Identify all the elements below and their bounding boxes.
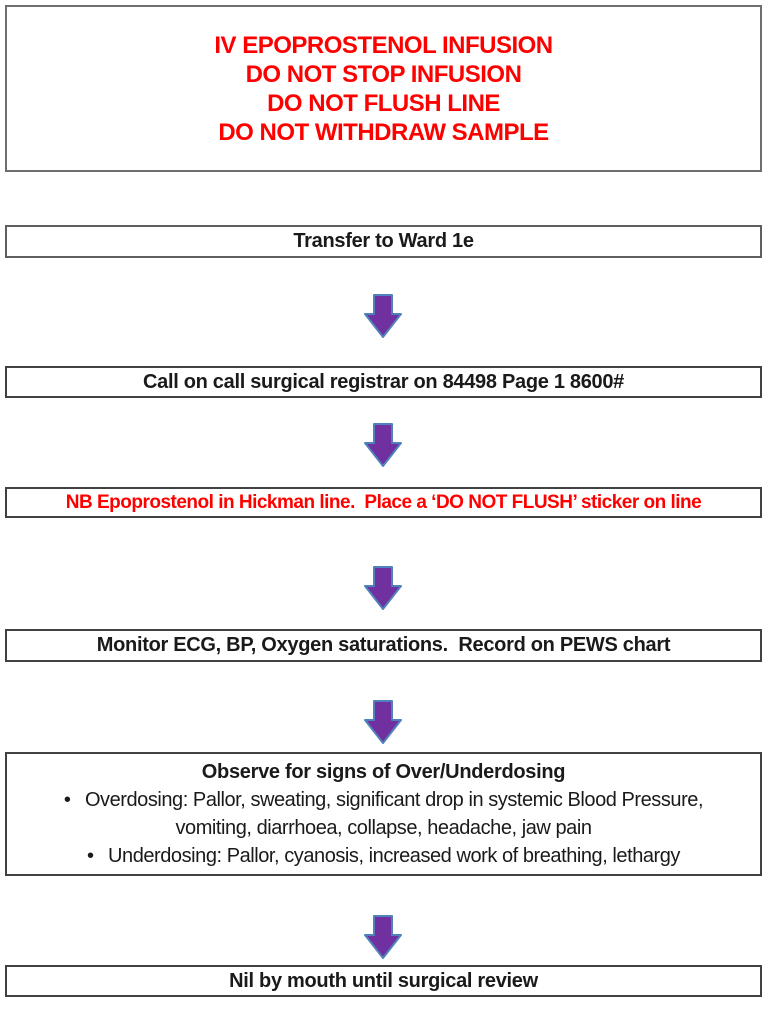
down-arrow-icon [364, 915, 402, 959]
step-transfer-to-ward: Transfer to Ward 1e [5, 225, 762, 258]
down-arrow-shape [364, 915, 402, 959]
step-call-label: Call on call surgical registrar on 84498… [142, 370, 625, 393]
bullet-icon: • [63, 789, 71, 811]
warning-line-1: IV EPOPROSTENOL INFUSION [214, 31, 553, 59]
down-arrow-shape [364, 700, 402, 744]
step-observe-dosing: Observe for signs of Over/Underdosing • O… [5, 752, 762, 876]
warning-line-3: DO NOT FLUSH LINE [267, 89, 500, 117]
down-arrow-shape [364, 294, 402, 338]
step-monitor-label: Monitor ECG, BP, Oxygen saturations. Rec… [96, 634, 671, 656]
warning-box: IV EPOPROSTENOL INFUSION DO NOT STOP INF… [5, 5, 762, 172]
warning-line-4: DO NOT WITHDRAW SAMPLE [218, 118, 549, 146]
step-nb-label: NB Epoprostenol in Hickman line. Place a… [65, 491, 702, 513]
step-transfer-label: Transfer to Ward 1e [293, 230, 474, 252]
down-arrow-icon [364, 294, 402, 338]
observe-bullet-underdosing: • Underdosing: Pallor, cyanosis, increase… [87, 842, 680, 870]
step-call-registrar: Call on call surgical registrar on 84498… [5, 366, 762, 398]
down-arrow-icon [364, 700, 402, 744]
step-monitor-obs: Monitor ECG, BP, Oxygen saturations. Rec… [5, 629, 762, 662]
down-arrow-shape [364, 423, 402, 467]
down-arrow-icon [364, 423, 402, 467]
bullet-icon: • [87, 845, 95, 867]
observe-bullet-overdosing-text: Overdosing: Pallor, sweating, significan… [84, 789, 709, 839]
step-nb-sticker: NB Epoprostenol in Hickman line. Place a… [5, 487, 762, 518]
observe-title: Observe for signs of Over/Underdosing [201, 761, 566, 783]
observe-bullet-overdosing: • Overdosing: Pallor, sweating, significa… [39, 786, 729, 842]
step-nil-by-mouth: Nil by mouth until surgical review [5, 965, 762, 997]
warning-line-2: DO NOT STOP INFUSION [245, 60, 522, 88]
step-nil-label: Nil by mouth until surgical review [229, 969, 538, 992]
observe-bullet-underdosing-text: Underdosing: Pallor, cyanosis, increased… [108, 845, 680, 867]
down-arrow-shape [364, 566, 402, 610]
down-arrow-icon [364, 566, 402, 610]
